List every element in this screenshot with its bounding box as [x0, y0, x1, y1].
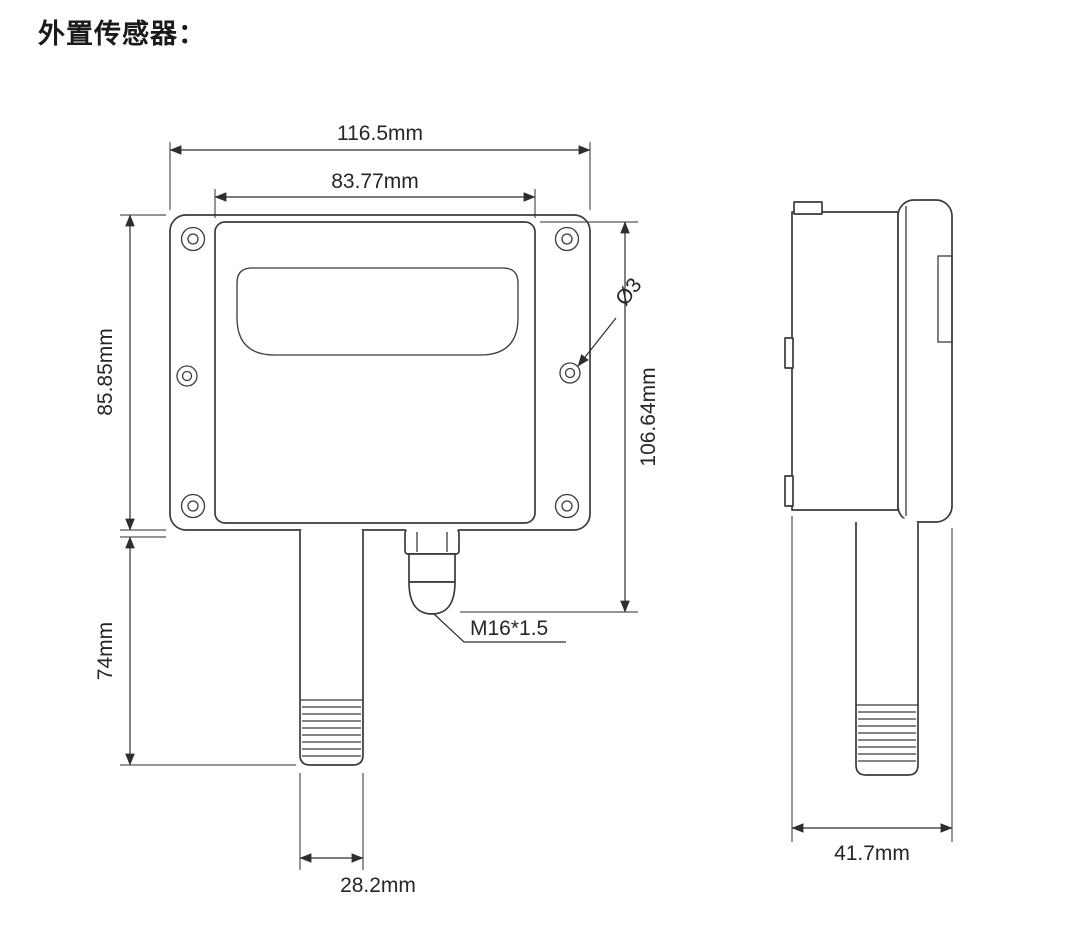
dimensions: 116.5mm 83.77mm 85.85mm 74mm	[94, 122, 953, 897]
gland-nut-flats	[416, 532, 448, 552]
side-ear-middle	[784, 337, 794, 369]
callout-gland-thread: M16*1.5	[433, 613, 566, 643]
dim-depth: 41.7mm	[791, 516, 953, 865]
dim-overall-width: 116.5mm	[169, 122, 591, 210]
dim-inner-width: 83.77mm	[214, 170, 536, 218]
side-body-outline	[791, 211, 899, 511]
side-top-tab	[793, 201, 823, 215]
probe-joint-patch	[301, 526, 362, 532]
mounting-hole-bottom-left	[180, 493, 206, 519]
mounting-hole-middle-right	[559, 362, 581, 384]
dim-probe-length: 74mm	[94, 536, 296, 766]
dim-inner-width-label: 83.77mm	[331, 170, 419, 193]
probe-filter-ribs-front	[300, 699, 363, 757]
gland-thread-label: M16*1.5	[470, 617, 548, 640]
gland-body	[408, 553, 456, 583]
dim-probe-width: 28.2mm	[299, 773, 416, 897]
sensor-probe-side	[855, 522, 919, 776]
side-ear-lower	[784, 475, 794, 507]
dim-probe-length-label: 74mm	[94, 622, 117, 680]
dim-depth-label: 41.7mm	[834, 842, 910, 865]
mounting-hole-middle-left	[176, 365, 198, 387]
dim-total-height-label: 106.64mm	[637, 367, 660, 466]
dim-overall-width-label: 116.5mm	[337, 122, 423, 145]
side-view	[784, 199, 953, 776]
hole-diameter-label: Ø3	[611, 274, 646, 310]
probe-filter-ribs-side	[856, 704, 918, 762]
gland-dome	[408, 581, 456, 615]
dim-total-height: 106.64mm	[460, 221, 660, 613]
mounting-hole-bottom-right	[554, 493, 580, 519]
gland-joint-patch	[406, 526, 458, 532]
dim-body-height-label: 85.85mm	[94, 328, 117, 416]
probe-tube-side	[855, 522, 919, 776]
sensor-probe-front	[299, 530, 364, 766]
side-probe-joint-patch	[857, 518, 917, 524]
cable-gland	[404, 529, 460, 615]
dim-body-height: 85.85mm	[94, 214, 166, 531]
gland-nut	[404, 529, 460, 555]
front-lid-outline	[214, 221, 536, 524]
front-view	[169, 214, 591, 766]
probe-tube-front	[299, 530, 364, 766]
mounting-hole-top-left	[180, 226, 206, 252]
side-cover-notch	[937, 255, 953, 343]
dim-probe-width-label: 28.2mm	[340, 874, 416, 897]
mounting-hole-top-right	[554, 226, 580, 252]
page-title: 外置传感器：	[38, 19, 206, 49]
display-window	[236, 267, 519, 356]
